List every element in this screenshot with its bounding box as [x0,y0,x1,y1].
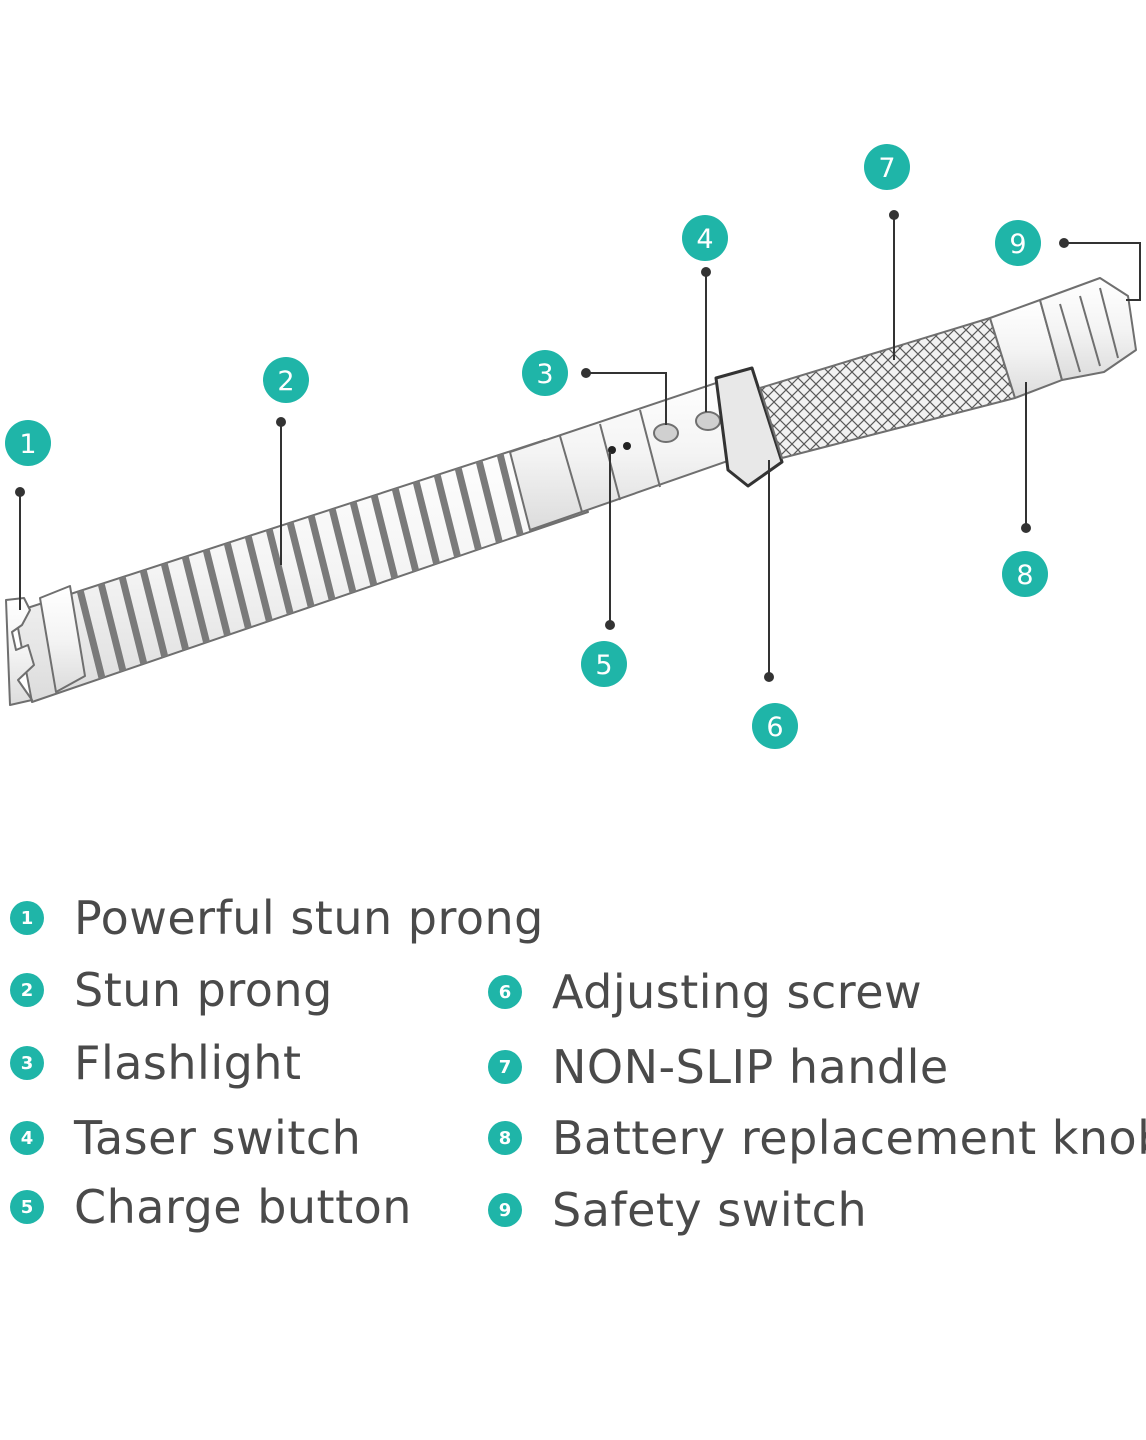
shaft-ridge [160,561,192,660]
svg-text:4: 4 [696,224,713,255]
callout-badge-1: 1 [5,420,51,466]
svg-text:2: 2 [277,366,294,397]
legend-item-4: 4 Taser switch [10,1108,361,1168]
leader-lines [19,215,1141,677]
legend-item-1: 1 Powerful stun prong [10,888,544,948]
shaft-ridge [76,589,108,687]
callout-badge-3: 3 [522,350,568,396]
legend-item-5: 5 Charge button [10,1177,412,1237]
legend-number-3: 3 [10,1046,44,1080]
shaft-ridge [328,507,360,606]
legend-label-8: Battery replacement knob [552,1111,1146,1165]
non-slip-handle [759,317,1016,459]
legend-label-2: Stun prong [74,963,333,1017]
svg-text:8: 8 [1016,560,1033,591]
leader-3 [586,372,667,425]
callout-badge-7: 7 [864,144,910,190]
callout-badge-4: 4 [682,215,728,261]
legend-item-8: 8 Battery replacement knob [488,1108,1146,1168]
shaft-ridge [223,541,255,640]
legend-number-4: 4 [10,1121,44,1155]
shaft-ridge [349,500,381,599]
legend-number-1: 1 [10,901,44,935]
legend-label-4: Taser switch [74,1111,362,1165]
svg-text:5: 5 [595,650,612,681]
legend-label-9: Safety switch [552,1183,868,1237]
shaft-ridge [496,453,528,551]
shaft-ridge [433,473,465,572]
shaft-ridge [97,582,129,681]
shaft-ridge [118,575,150,674]
shaft-ridge [475,459,507,558]
legend-item-7: 7 NON-SLIP handle [488,1037,949,1097]
stun-prong-head [5,585,86,706]
legend-item-6: 6 Adjusting screw [488,962,922,1022]
legend-number-6: 6 [488,975,522,1009]
shaft-ridge [370,493,402,592]
flashlight-button [653,423,679,443]
shaft-ridge [286,521,318,619]
legend-label-3: Flashlight [74,1036,302,1090]
legend-number-7: 7 [488,1050,522,1084]
legend-label-5: Charge button [74,1180,412,1234]
callout-badge-5: 5 [581,641,627,687]
adjusting-screw-collar [714,366,784,488]
shaft-ridges [76,453,528,687]
leader-dots [15,210,1069,682]
shaft-ridge [244,534,276,633]
legend-item-9: 9 Safety switch [488,1180,867,1240]
legend-label-6: Adjusting screw [552,965,923,1019]
shaft-ridge [202,548,234,647]
shaft-ridge [139,568,171,667]
tail-cap [1039,277,1137,381]
legend-item-3: 3 Flashlight [10,1033,302,1093]
svg-text:9: 9 [1009,229,1026,260]
legend-number-5: 5 [10,1190,44,1224]
callout-badge-8: 8 [1002,551,1048,597]
legend-number-8: 8 [488,1121,522,1155]
shaft-ridge [181,555,213,653]
shaft-ridge [391,487,423,585]
legend-number-9: 9 [488,1193,522,1227]
callout-badge-6: 6 [752,703,798,749]
shaft-ridge [454,466,486,565]
callout-badge-2: 2 [263,357,309,403]
legend-number-2: 2 [10,973,44,1007]
taser-button [695,411,721,431]
legend-label-1: Powerful stun prong [74,891,544,945]
svg-text:7: 7 [878,153,895,184]
stun-baton-illustration [5,277,1137,706]
svg-text:6: 6 [766,712,783,743]
callout-badges: 1 2 3 4 5 6 7 8 9 [5,144,1048,749]
svg-text:3: 3 [536,359,553,390]
shaft-ridge [265,527,297,626]
leader-9 [1064,242,1141,301]
svg-text:1: 1 [19,429,36,460]
shaft-ridge [307,514,339,613]
legend-label-7: NON-SLIP handle [552,1040,949,1094]
legend-item-2: 2 Stun prong [10,960,333,1020]
callout-badge-9: 9 [995,220,1041,266]
shaft-ridge [412,480,444,579]
product-diagram: 1 2 3 4 5 6 7 8 9 [5,144,1141,749]
